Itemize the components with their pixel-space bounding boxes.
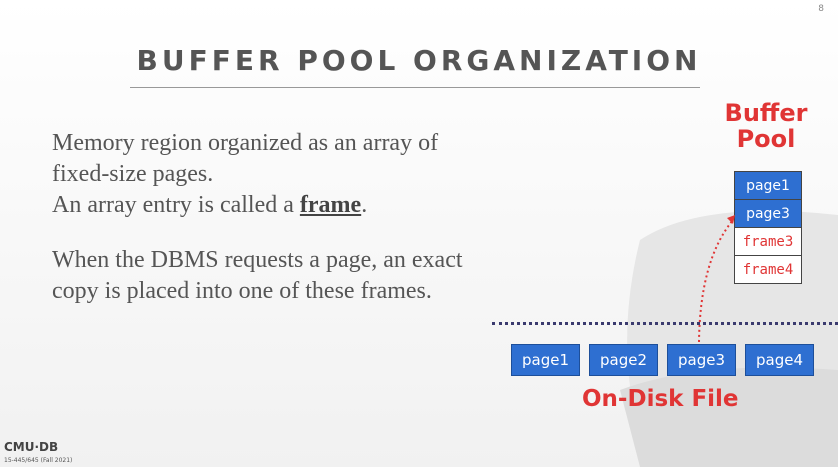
disk-page-4: page4 [745, 344, 814, 376]
body-text: Memory region organized as an array of f… [52, 128, 492, 331]
paragraph-frame-definition: Memory region organized as an array of f… [52, 128, 492, 221]
paragraph-line-prefix: An array entry is called a [52, 192, 300, 218]
paragraph-line-suffix: . [361, 192, 368, 218]
buffer-label-line2: Pool [736, 125, 796, 153]
disk-pages: page1 page2 page3 page4 [511, 344, 814, 376]
disk-page-3: page3 [667, 344, 736, 376]
page-number: 8 [818, 4, 824, 14]
buffer-label-line1: Buffer [724, 99, 808, 127]
title-divider [130, 87, 700, 88]
course-code: 15-445/645 (Fall 2021) [4, 457, 73, 464]
on-disk-file-label: On-Disk File [582, 386, 739, 412]
frame-term: frame [299, 192, 362, 218]
paragraph-page-request: When the DBMS requests a page, an exact … [52, 247, 463, 304]
buffer-pool-label: Buffer Pool [716, 100, 816, 152]
disk-page-2: page2 [589, 344, 658, 376]
memory-disk-divider [492, 322, 838, 325]
paragraph-line: Memory region organized as an array of f… [52, 130, 439, 187]
buffer-slot-frame3: frame3 [734, 227, 802, 256]
buffer-slot-frame4: frame4 [734, 255, 802, 284]
buffer-slot-page1: page1 [734, 171, 802, 200]
cmu-db-logo: CMU·DB [4, 440, 59, 454]
buffer-pool-frames: page1 page3 frame3 frame4 [734, 171, 802, 284]
page-title: BUFFER POOL ORGANIZATION [136, 44, 702, 77]
disk-page-1: page1 [511, 344, 580, 376]
